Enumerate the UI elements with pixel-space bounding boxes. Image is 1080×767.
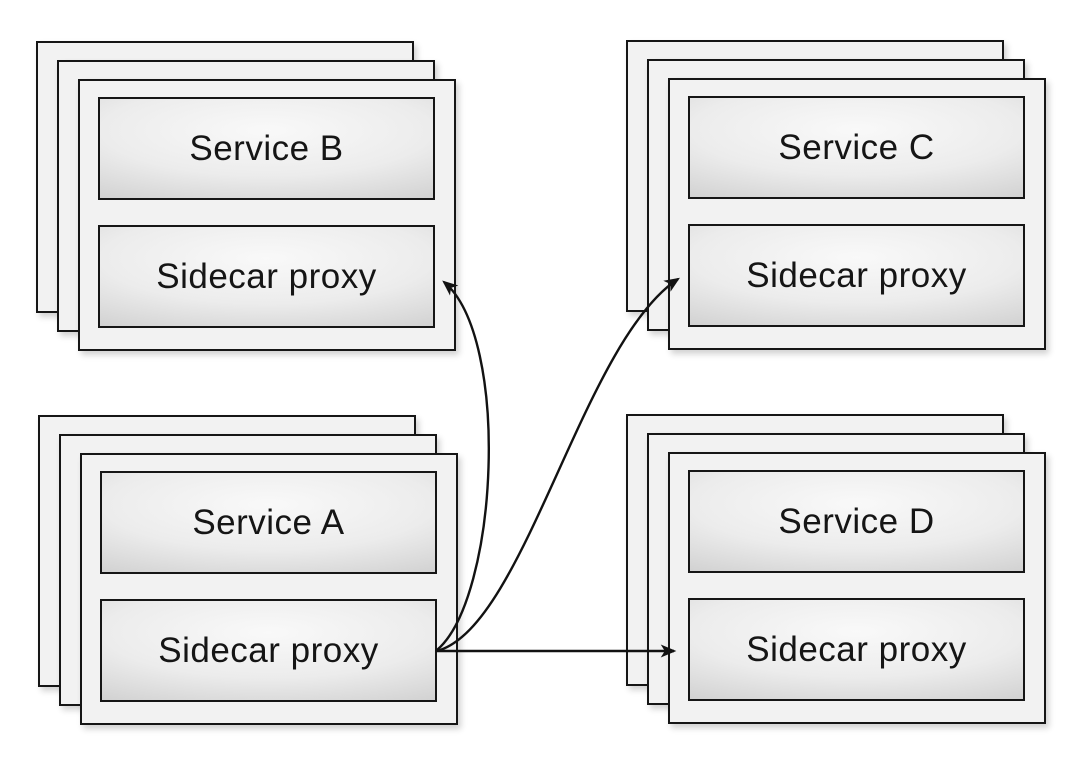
service-a-proxy-label: Sidecar proxy [158, 630, 379, 670]
service-d-sidecar-proxy-box: Sidecar proxy [688, 598, 1025, 701]
node-service-c: Service C Sidecar proxy [626, 40, 1080, 390]
service-b-proxy-label: Sidecar proxy [156, 256, 377, 296]
stack-panel-front: Service C Sidecar proxy [668, 78, 1046, 350]
service-c-box: Service C [688, 96, 1025, 199]
service-d-box: Service D [688, 470, 1025, 573]
service-d-label: Service D [778, 501, 935, 541]
service-c-label: Service C [778, 127, 935, 167]
stack-panel-front: Service D Sidecar proxy [668, 452, 1046, 724]
service-a-box: Service A [100, 471, 437, 574]
service-a-label: Service A [192, 502, 345, 542]
node-service-a: Service A Sidecar proxy [38, 415, 500, 765]
service-d-proxy-label: Sidecar proxy [746, 629, 967, 669]
service-c-proxy-label: Sidecar proxy [746, 255, 967, 295]
node-service-b: Service B Sidecar proxy [36, 41, 498, 391]
stack-panel-front: Service B Sidecar proxy [78, 79, 456, 351]
service-b-label: Service B [189, 128, 344, 168]
node-service-d: Service D Sidecar proxy [626, 414, 1080, 764]
service-b-sidecar-proxy-box: Sidecar proxy [98, 225, 435, 328]
service-c-sidecar-proxy-box: Sidecar proxy [688, 224, 1025, 327]
stack-panel-front: Service A Sidecar proxy [80, 453, 458, 725]
service-b-box: Service B [98, 97, 435, 200]
service-a-sidecar-proxy-box: Sidecar proxy [100, 599, 437, 702]
